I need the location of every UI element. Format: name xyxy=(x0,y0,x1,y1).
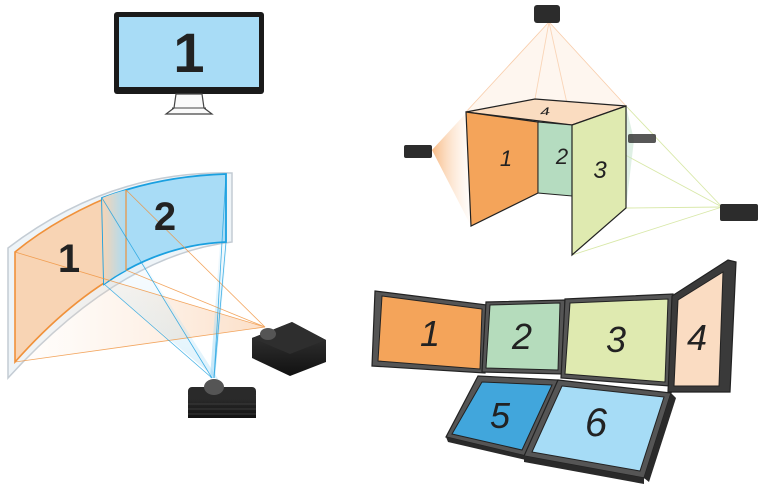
projector-icon xyxy=(188,379,256,418)
projector-icon xyxy=(404,145,432,158)
wall-panel-6-label: 6 xyxy=(585,401,608,445)
curved-panel-2-label: 2 xyxy=(154,195,176,239)
wall-panel-4 xyxy=(673,271,724,387)
cave-panel-1-label: 1 xyxy=(500,146,512,171)
curved-panel-1-label: 1 xyxy=(58,237,80,281)
wall-panel-1 xyxy=(377,295,483,370)
single-monitor: 1 xyxy=(114,12,264,115)
cave-panel-3 xyxy=(571,105,627,257)
blend-zone xyxy=(102,190,126,284)
wall-panel-4-label: 4 xyxy=(687,317,707,358)
wall-panel-3-label: 3 xyxy=(606,319,626,360)
wall-panel-2 xyxy=(485,302,561,371)
curved-projection: 1 2 xyxy=(7,172,326,418)
cave-panel-2-label: 2 xyxy=(555,144,568,169)
projector-icon xyxy=(252,322,326,376)
wall-panel-6 xyxy=(531,385,665,472)
wall-panel-2-label: 2 xyxy=(511,316,532,357)
cave-panel-4-label: 4 xyxy=(539,106,551,119)
cave-projection: 1 2 3 4 xyxy=(404,5,758,257)
projector-icon xyxy=(628,134,656,143)
wall-panel-3 xyxy=(564,298,669,383)
cave-panel-3-label: 3 xyxy=(593,157,607,184)
monitor-stand xyxy=(164,93,214,115)
projector-icon xyxy=(720,204,758,221)
video-wall: 1 2 3 4 5 6 xyxy=(371,259,737,484)
wall-panel-5-label: 5 xyxy=(490,395,511,436)
monitor-label: 1 xyxy=(173,21,204,84)
monitor-screen xyxy=(119,17,259,87)
projector-icon xyxy=(534,5,560,23)
wall-panel-1-label: 1 xyxy=(420,313,440,354)
wall-panel-5 xyxy=(451,381,553,451)
